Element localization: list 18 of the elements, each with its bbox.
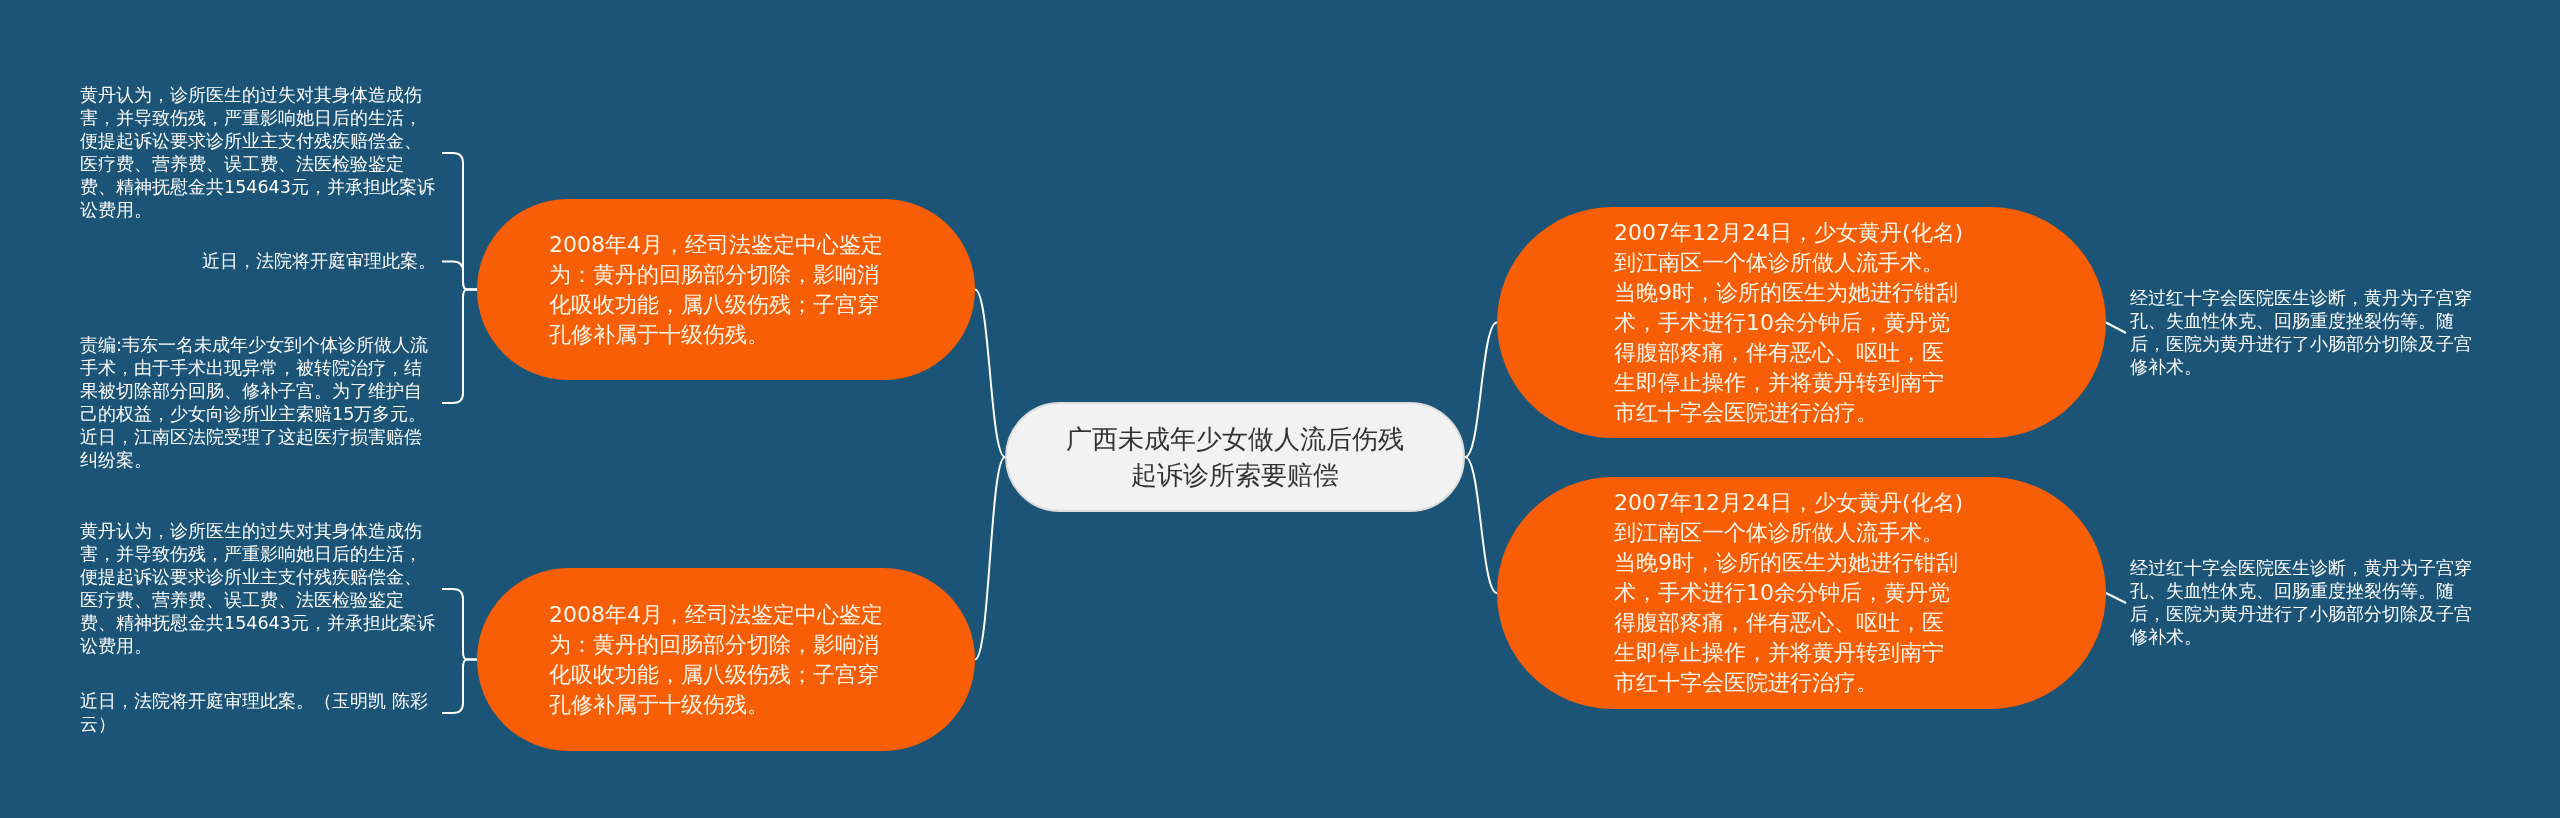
note-text: 近日，法院将开庭审理此案。（玉明凯 陈彩云） [80,690,436,736]
note-text: 黄丹认为，诊所医生的过失对其身体造成伤害，并导致伤残，严重影响她日后的生活，便提起诉讼要求诊所业主支付残疾赔偿金、医疗费、营养费、误工费、法医检验鉴定费、精神抚慰金共154643元，并承担此案诉讼费用。 [80,84,436,222]
note-text: 近日，法院将开庭审理此案。 [80,250,436,273]
note-text: 经过红十字会医院医生诊断，黄丹为子宫穿孔、失血性休克、回肠重度挫裂伤等。随后，医院为黄丹进行了小肠部分切除及子宫修补术。 [2130,287,2486,379]
connector-line [2105,321,2127,334]
topic-text: 广西未成年少女做人流后伤残起诉诊所索要赔偿 [1065,423,1405,492]
connector-line [1464,456,1498,594]
event-text: 2008年4月，经司法鉴定中心鉴定为：黄丹的回肠部分切除，影响消化吸收功能，属八级伤残；子宫穿孔修补属于十级伤残。 [549,600,884,719]
connector-line [1464,321,1498,458]
connector-line [974,288,1006,458]
note-text: 黄丹认为，诊所医生的过失对其身体造成伤害，并导致伤残，严重影响她日后的生活，便提起诉讼要求诊所业主支付残疾赔偿金、医疗费、营养费、误工费、法医检验鉴定费、精神抚慰金共154643元，并承担此案诉讼费用。 [80,520,436,658]
note-text: 经过红十字会医院医生诊断，黄丹为子宫穿孔、失血性休克、回肠重度挫裂伤等。随后，医院为黄丹进行了小肠部分切除及子宫修补术。 [2130,557,2486,649]
event-text: 2007年12月24日，少女黄丹(化名)到江南区一个体诊所做人流手术。当晚9时，诊所的医生为她进行钳刮术，手术进行10余分钟后，黄丹觉得腹部疼痛，伴有恶心、呕吐，医生即停止操作，并将黄丹转到南宁市红十字会医院进行治疗。 [1614,489,1964,697]
event-text: 2007年12月24日，少女黄丹(化名)到江南区一个体诊所做人流手术。当晚9时，诊所的医生为她进行钳刮术，手术进行10余分钟后，黄丹觉得腹部疼痛，伴有恶心、呕吐，医生即停止操作，并将黄丹转到南宁市红十字会医院进行治疗。 [1614,218,1964,427]
note-text: 责编:韦东一名未成年少女到个体诊所做人流手术，由于手术出现异常，被转院治疗，结果被切除部分回肠、修补子宫。为了维护自己的权益，少女向诊所业主索赔15万多元。近日，江南区法院受理了这起医疗损害赔偿纠纷案。 [80,334,436,472]
connector-line [2105,592,2127,604]
connector-line [974,456,1006,661]
event-text: 2008年4月，经司法鉴定中心鉴定为：黄丹的回肠部分切除，影响消化吸收功能，属八级伤残；子宫穿孔修补属于十级伤残。 [549,230,884,349]
